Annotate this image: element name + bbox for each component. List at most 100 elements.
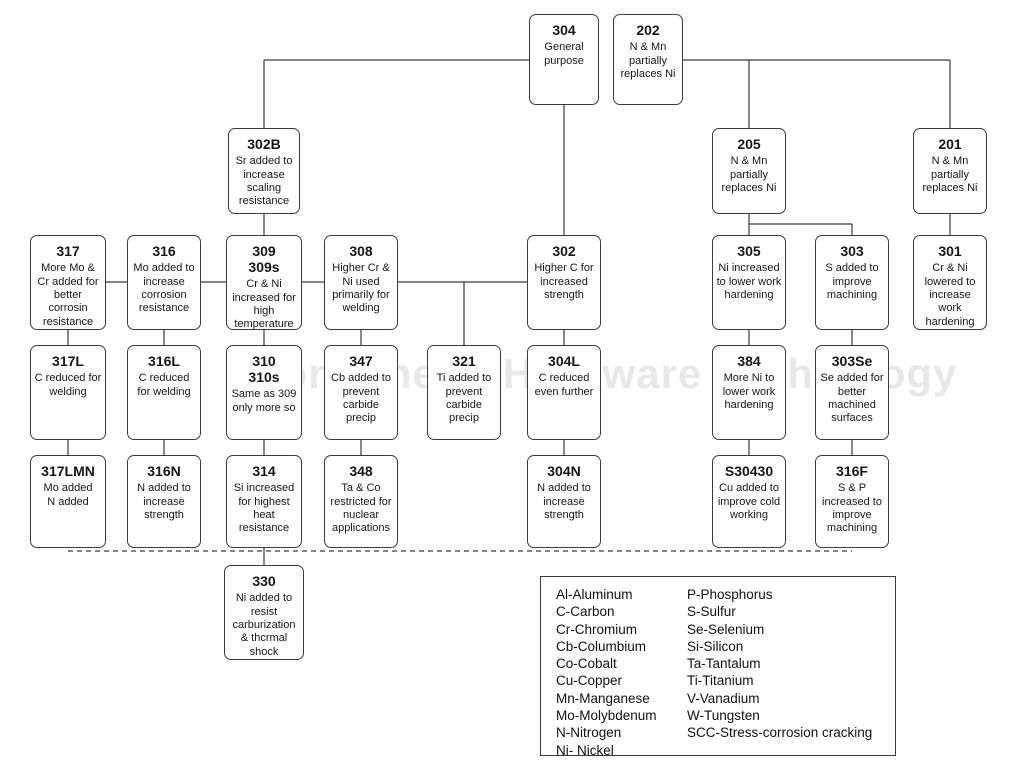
node-321: 321 Ti added to prevent carbide precip — [427, 345, 501, 440]
node-316N: 316N N added to increase strength — [127, 455, 201, 548]
node-desc: Cr & Ni lowered to increase work hardeni… — [924, 262, 976, 328]
legend-item: Ta-Tantalum — [687, 656, 761, 672]
node-desc: Mo added to increase corrosion resistanc… — [133, 262, 195, 315]
node-304N: 304N N added to increase strength — [527, 455, 601, 548]
node-title: 316L — [148, 353, 180, 369]
node-347: 347 Cb added to prevent carbide precip — [324, 345, 398, 440]
node-title: 310 310s — [248, 353, 280, 386]
node-title: 317L — [52, 353, 84, 369]
node-desc: Ni increased to lower work hardening — [716, 262, 782, 301]
node-title: S30430 — [724, 463, 774, 479]
node-desc: Cu added to improve cold working — [717, 482, 781, 521]
node-desc: N added to increase strength — [137, 482, 191, 521]
legend-item: Ni- Nickel — [556, 742, 614, 758]
node-316L: 316L C reduced for welding — [127, 345, 201, 440]
legend-item: SCC-Stress-corrosion cracking — [687, 725, 873, 741]
node-title: 205 — [737, 136, 761, 152]
node-title: 347 — [349, 353, 373, 369]
node-title: 302B — [247, 136, 281, 152]
legend-item: C-Carbon — [556, 604, 615, 620]
node-desc: Cr & Ni increased for high temperature — [232, 278, 296, 331]
legend-item: Cu-Copper — [556, 673, 623, 689]
legend-item: Mo-Molybdenum — [556, 708, 657, 724]
node-title: 201 — [938, 136, 962, 152]
legend-item: Al-Aluminum — [556, 587, 633, 602]
node-desc: Ta & Co restricted for nuclear applicati… — [330, 482, 392, 535]
node-314: 314 Si increased for highest heat resista… — [226, 455, 302, 548]
node-title: 314 — [252, 463, 276, 479]
node-title: 348 — [349, 463, 373, 479]
node-title: 317LMN — [41, 463, 95, 479]
node-desc: S & P increased to improve machining — [822, 482, 882, 535]
legend-box: Al-Aluminum C-Carbon Cr-Chromium Cb-Colu… — [540, 576, 896, 759]
legend-item: W-Tungsten — [687, 708, 760, 724]
node-desc: S added to improve machining — [825, 262, 879, 301]
node-title: 317 — [56, 243, 80, 259]
node-desc: C reduced even further — [534, 372, 594, 398]
node-desc: N & Mn partially replaces Ni — [922, 155, 978, 194]
legend-item: P-Phosphorus — [687, 587, 773, 602]
node-348: 348 Ta & Co restricted for nuclear applic… — [324, 455, 398, 548]
node-201: 201 N & Mn partially replaces Ni — [913, 128, 987, 214]
node-title: 305 — [737, 243, 761, 259]
node-title: 321 — [452, 353, 476, 369]
node-desc: More Mo & Cr added for better corrosin r… — [37, 262, 99, 328]
node-desc: Se added for better machined surfaces — [820, 372, 884, 425]
legend-column-left: Al-Aluminum C-Carbon Cr-Chromium Cb-Colu… — [556, 586, 657, 759]
legend-column-right: P-Phosphorus S-Sulfur Se-Selenium Si-Sil… — [687, 586, 872, 742]
node-desc: Ti added to prevent carbide precip — [436, 372, 492, 425]
node-title: 304L — [548, 353, 580, 369]
node-desc: N added to increase strength — [537, 482, 591, 521]
node-desc: General purpose — [544, 41, 584, 67]
node-desc: Same as 309 only more so — [231, 388, 297, 414]
node-desc: Mo added N added — [43, 482, 93, 508]
node-title: 304N — [547, 463, 581, 479]
legend-item: N-Nitrogen — [556, 725, 622, 741]
node-title: 303Se — [831, 353, 873, 369]
legend-item: V-Vanadium — [687, 690, 760, 706]
node-title: 308 — [349, 243, 373, 259]
node-desc: N & Mn partially replaces Ni — [721, 155, 777, 194]
node-title: 316 — [152, 243, 176, 259]
node-304L: 304L C reduced even further — [527, 345, 601, 440]
node-desc: Si increased for highest heat resistance — [233, 482, 295, 535]
node-desc: Ni added to resist carburization & thcrm… — [232, 592, 296, 658]
node-316F: 316F S & P increased to improve machining — [815, 455, 889, 548]
node-S30430: S30430 Cu added to improve cold working — [712, 455, 786, 548]
node-205: 205 N & Mn partially replaces Ni — [712, 128, 786, 214]
legend-item: Cr-Chromium — [556, 621, 637, 637]
node-316: 316 Mo added to increase corrosion resist… — [127, 235, 201, 330]
node-title: 384 — [737, 353, 761, 369]
node-desc: Cb added to prevent carbide precip — [331, 372, 391, 425]
node-title: 302 — [552, 243, 576, 259]
node-desc: Higher Cr & Ni used primarily for weldin… — [332, 262, 390, 315]
node-desc: Sr added to increase scaling resistance — [235, 155, 293, 208]
node-title: 316N — [147, 463, 181, 479]
node-title: 303 — [840, 243, 864, 259]
node-303Se: 303Se Se added for better machined surfac… — [815, 345, 889, 440]
node-desc: Higher C for increased strength — [534, 262, 594, 301]
node-317LMN: 317LMN Mo added N added — [30, 455, 106, 548]
legend-item: Cb-Columbium — [556, 638, 647, 654]
node-305: 305 Ni increased to lower work hardening — [712, 235, 786, 330]
node-title: 316F — [836, 463, 868, 479]
node-desc: N & Mn partially replaces Ni — [620, 41, 676, 80]
node-desc: C reduced for welding — [137, 372, 191, 398]
legend-item: Si-Silicon — [687, 638, 744, 654]
node-303: 303 S added to improve machining — [815, 235, 889, 330]
node-302B: 302B Sr added to increase scaling resista… — [228, 128, 300, 214]
node-title: 304 — [552, 22, 576, 38]
